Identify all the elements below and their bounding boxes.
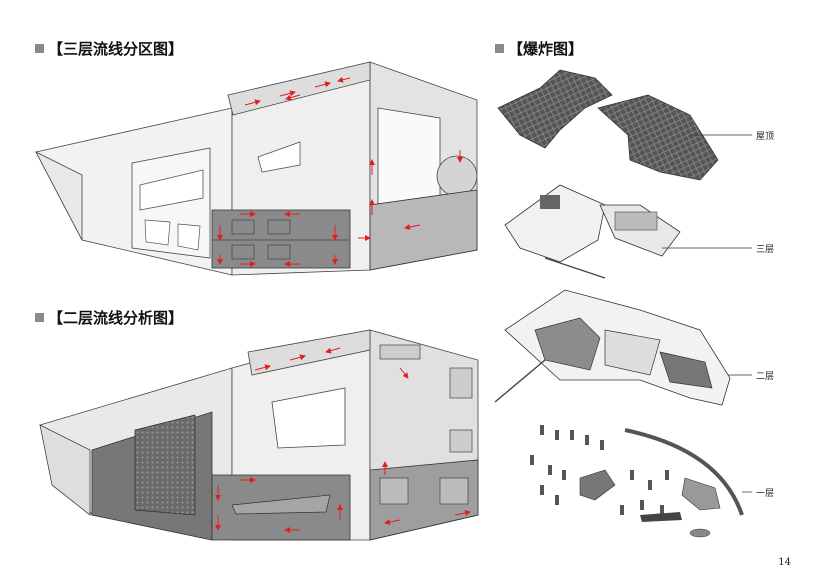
zone-dark	[211, 209, 351, 269]
flow-arrows-2f	[215, 347, 471, 533]
roof-layer-left	[497, 69, 613, 149]
wall-opening	[257, 141, 301, 173]
flow-arrows-3f	[217, 76, 463, 267]
furniture-block	[379, 477, 409, 505]
spiral-stair	[436, 155, 478, 197]
wall-opening	[271, 387, 346, 449]
floor3-ramp	[544, 257, 606, 279]
explosion-diagram	[494, 69, 752, 538]
wall-niche	[177, 223, 201, 251]
label-floor1: 一层	[756, 489, 775, 499]
second-floor-title-text: 【二层流线分析图】	[48, 309, 184, 327]
title-bullet-icon	[35, 313, 44, 322]
staircase	[379, 344, 421, 360]
floor2-hall	[604, 329, 661, 376]
floor1-columns	[530, 425, 669, 515]
title-bullet-icon	[35, 44, 44, 53]
floor1-curved-wall	[624, 428, 744, 516]
explosion-title: 【爆炸图】	[495, 38, 583, 59]
third-floor-diagram	[35, 61, 478, 276]
core-block	[449, 429, 473, 453]
floor2-auditorium	[534, 317, 601, 371]
floor2-ramp	[494, 359, 546, 403]
floor3-core	[540, 195, 560, 209]
roof-layer-right	[597, 94, 719, 181]
left-wing	[35, 151, 83, 241]
label-floor2: 二层	[756, 372, 775, 382]
third-floor-title-text: 【三层流线分区图】	[48, 40, 184, 58]
floor3-left	[504, 184, 606, 263]
floor1-feature	[689, 528, 711, 538]
label-roof: 屋顶	[756, 132, 775, 142]
top-strip	[227, 61, 371, 116]
page-number: 14	[778, 557, 791, 568]
floor2-room	[659, 351, 713, 389]
interior-window	[139, 169, 204, 211]
furniture-grid	[212, 219, 350, 260]
auditorium-seats	[134, 414, 196, 516]
explosion-title-text: 【爆炸图】	[508, 40, 584, 58]
third-floor-title: 【三层流线分区图】	[35, 38, 183, 59]
second-floor-title: 【二层流线分析图】	[35, 307, 183, 328]
furniture-block	[439, 477, 469, 505]
wall-niche	[144, 219, 171, 246]
zone-grey	[369, 189, 478, 271]
floor1-bar	[640, 512, 682, 522]
title-bullet-icon	[495, 44, 504, 53]
core-block	[449, 367, 473, 399]
floor1-core	[579, 469, 616, 501]
right-room	[377, 107, 441, 206]
floor3-room	[614, 211, 658, 231]
label-floor3: 三层	[756, 245, 775, 255]
second-floor-diagram	[39, 329, 479, 541]
top-strip	[247, 329, 371, 376]
floor1-block	[681, 477, 721, 511]
left-wing	[39, 424, 91, 516]
stage	[231, 494, 331, 515]
